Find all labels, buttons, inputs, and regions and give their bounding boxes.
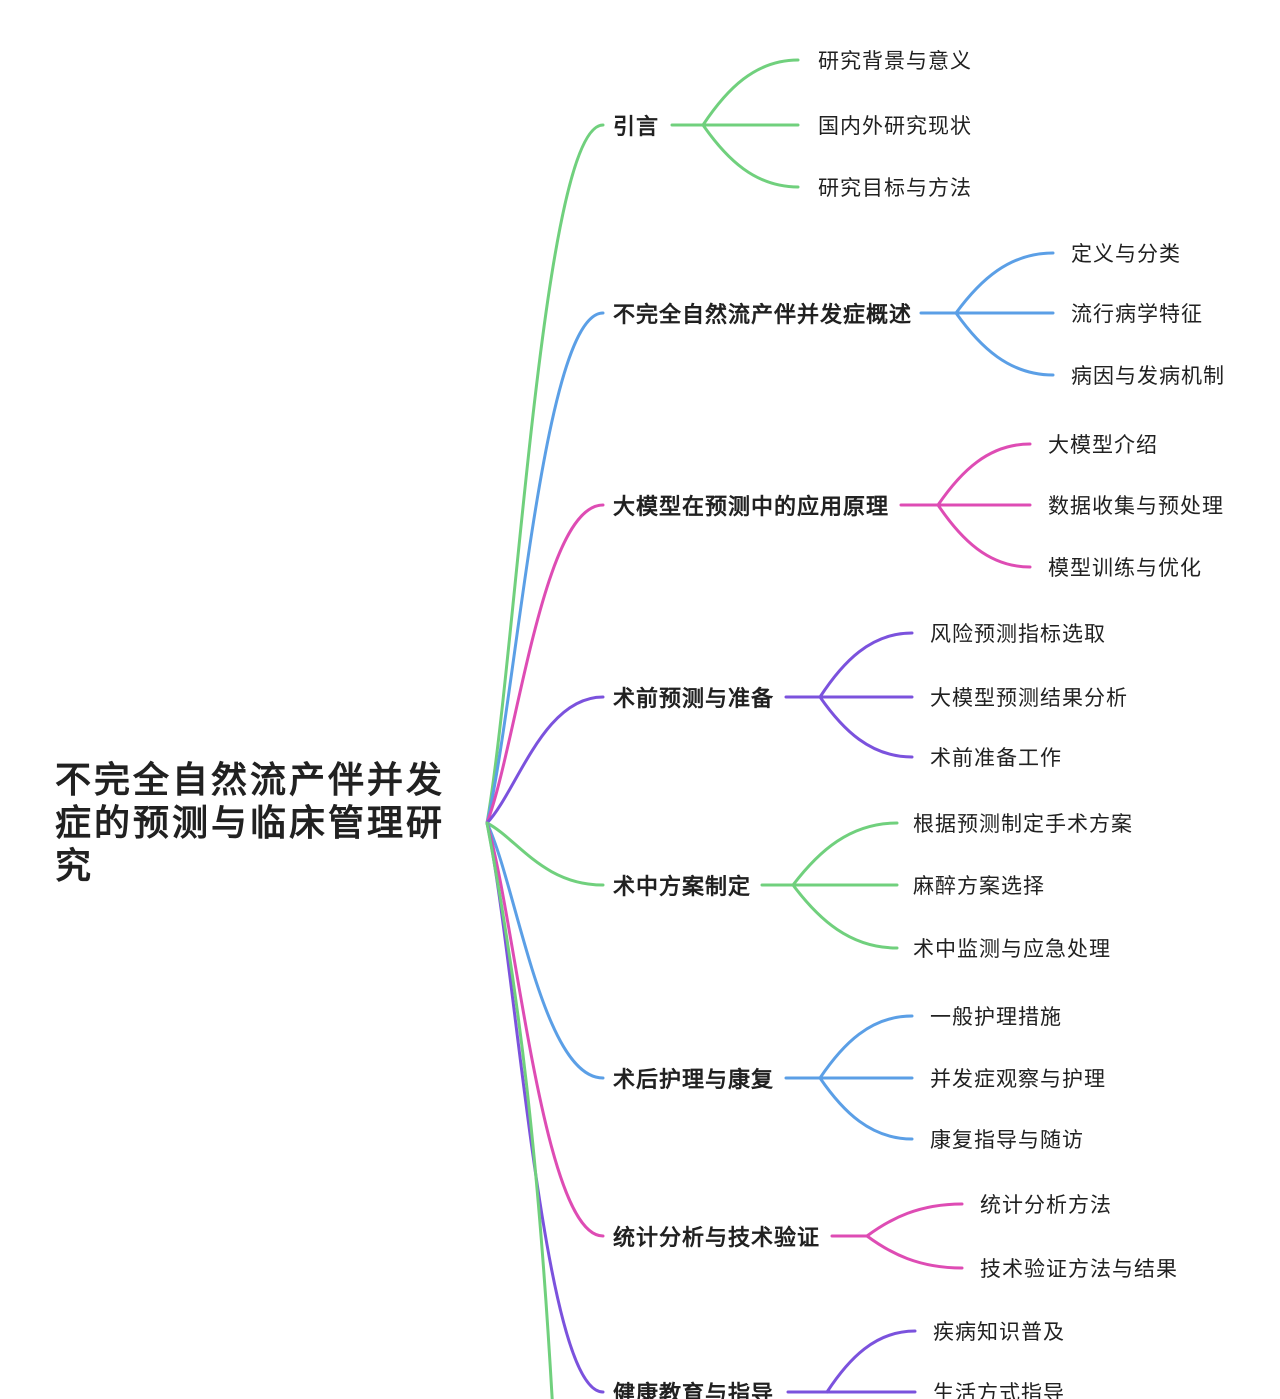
child-topic[interactable]: 研究背景与意义 (818, 50, 972, 73)
branch-topic[interactable]: 统计分析与技术验证 (613, 1225, 821, 1250)
child-connector (936, 503, 1032, 569)
child-topic[interactable]: 生活方式指导 (933, 1382, 1065, 1399)
branch-topic[interactable]: 引言 (613, 114, 660, 139)
child-connector (701, 123, 800, 189)
child-connector (701, 58, 800, 127)
child-topic[interactable]: 研究目标与方法 (818, 177, 972, 200)
child-topic[interactable]: 技术验证方法与结果 (980, 1258, 1178, 1281)
child-topic[interactable]: 疾病知识普及 (933, 1321, 1065, 1344)
branch-connector (485, 821, 605, 1238)
child-connector (791, 883, 899, 950)
child-topic[interactable]: 统计分析方法 (980, 1194, 1112, 1217)
branch-connector (485, 695, 605, 825)
child-connector (954, 251, 1055, 315)
child-topic[interactable]: 并发症观察与护理 (930, 1068, 1106, 1091)
branch-topic[interactable]: 大模型在预测中的应用原理 (613, 494, 890, 519)
child-connector (791, 821, 899, 887)
child-connector (818, 1014, 914, 1080)
child-topic[interactable]: 术中监测与应急处理 (913, 938, 1111, 961)
child-topic[interactable]: 风险预测指标选取 (930, 623, 1106, 646)
branch-topic[interactable]: 术后护理与康复 (613, 1067, 775, 1092)
child-connector (936, 442, 1032, 507)
child-topic[interactable]: 模型训练与优化 (1048, 557, 1202, 580)
child-topic[interactable]: 大模型预测结果分析 (930, 687, 1128, 710)
offscreen-branch-connector (485, 821, 554, 1399)
child-topic[interactable]: 定义与分类 (1071, 243, 1181, 266)
branch-topic[interactable]: 术前预测与准备 (613, 686, 775, 711)
branch-topic[interactable]: 术中方案制定 (613, 874, 752, 899)
child-topic[interactable]: 根据预测制定手术方案 (913, 813, 1133, 836)
branch-connector (485, 311, 605, 825)
child-connector (818, 631, 914, 699)
child-connector (865, 1234, 964, 1270)
root-topic[interactable]: 不完全自然流产伴并发症的预测与临床管理研究 (55, 759, 446, 887)
branch-topic[interactable]: 不完全自然流产伴并发症概述 (613, 302, 913, 327)
branch-topic[interactable]: 健康教育与指导 (613, 1381, 775, 1399)
branch-connector (485, 821, 605, 1080)
child-connector (865, 1202, 964, 1238)
child-topic[interactable]: 国内外研究现状 (818, 115, 972, 138)
child-connector (818, 695, 914, 759)
child-topic[interactable]: 一般护理措施 (930, 1006, 1062, 1029)
child-topic[interactable]: 术前准备工作 (930, 747, 1062, 770)
child-topic[interactable]: 数据收集与预处理 (1048, 495, 1224, 518)
child-topic[interactable]: 病因与发病机制 (1071, 365, 1225, 388)
child-connector (825, 1329, 917, 1394)
branch-connector (485, 821, 605, 887)
child-topic[interactable]: 流行病学特征 (1071, 303, 1203, 326)
child-topic[interactable]: 康复指导与随访 (930, 1129, 1084, 1152)
child-connector (954, 311, 1055, 377)
branch-connector (485, 123, 605, 825)
child-topic[interactable]: 麻醉方案选择 (913, 875, 1045, 898)
child-connector (818, 1076, 914, 1141)
child-topic[interactable]: 大模型介绍 (1048, 434, 1158, 457)
branch-connector (485, 503, 605, 825)
